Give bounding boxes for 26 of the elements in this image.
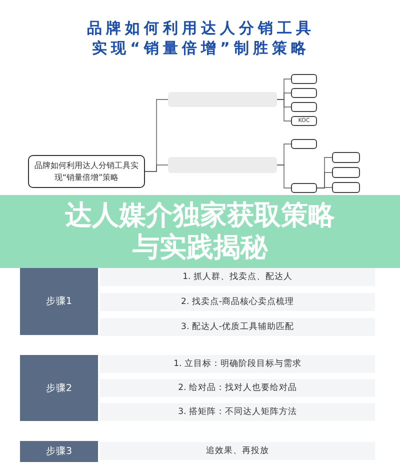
step-row: 追效果、再投放	[100, 442, 375, 460]
step-row: 2. 给对品：找对人也要给对品	[100, 379, 375, 397]
connector-line	[144, 164, 168, 172]
step-row: 3. 搭矩阵：不同达人矩阵方法	[100, 403, 375, 421]
connector-line	[316, 187, 332, 188]
leaf-node	[291, 139, 317, 149]
step-row: 1. 抓人群、找卖点、配达人	[100, 268, 375, 286]
title: 品牌如何利用达人分销工具实现“销量倍增”制胜策略	[86, 18, 316, 58]
step-row: 2. 找卖点-商品核心卖点梳理	[100, 293, 375, 311]
step-cell: 步骤3	[20, 441, 98, 462]
root-node: 品牌如何利用达人分销工具实现“销量倍增”策略	[28, 155, 145, 188]
leaf-node	[291, 88, 317, 98]
leaf-node	[291, 183, 317, 193]
leaf-node	[332, 182, 360, 193]
step-row: 3. 配达人-优质工具辅助匹配	[100, 318, 375, 336]
leaf-node	[291, 102, 317, 112]
branch-node	[168, 157, 277, 173]
leaf-node	[332, 167, 360, 178]
leaf-node	[291, 74, 317, 84]
step-cell: 步骤2	[20, 355, 98, 421]
connector-line	[276, 164, 292, 188]
step-cell: 步骤1	[20, 268, 98, 335]
banner-headline: 达人媒介独家获取策略与实践揭秘	[0, 195, 400, 268]
step-row: 1. 立目标：明确阶段目标与需求	[100, 355, 375, 373]
branch-node	[168, 92, 277, 107]
leaf-node	[332, 152, 360, 163]
